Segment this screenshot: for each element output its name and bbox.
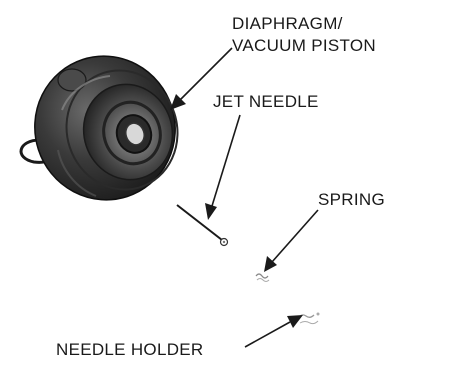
label-diaphragm-line1: DIAPHRAGM/	[232, 14, 343, 34]
leader-spring	[264, 210, 318, 272]
jet-needle	[177, 205, 228, 246]
needle-holder	[298, 313, 320, 324]
diaphragm-vacuum-piston	[16, 38, 194, 218]
label-spring: SPRING	[318, 190, 385, 210]
label-diaphragm-line2: VACUUM PISTON	[232, 36, 376, 56]
leader-jet-needle	[205, 115, 240, 220]
leader-needle-holder	[245, 315, 303, 347]
label-needle-holder: NEEDLE HOLDER	[56, 340, 204, 360]
spring	[256, 274, 269, 282]
label-jet-needle: JET NEEDLE	[213, 92, 319, 112]
